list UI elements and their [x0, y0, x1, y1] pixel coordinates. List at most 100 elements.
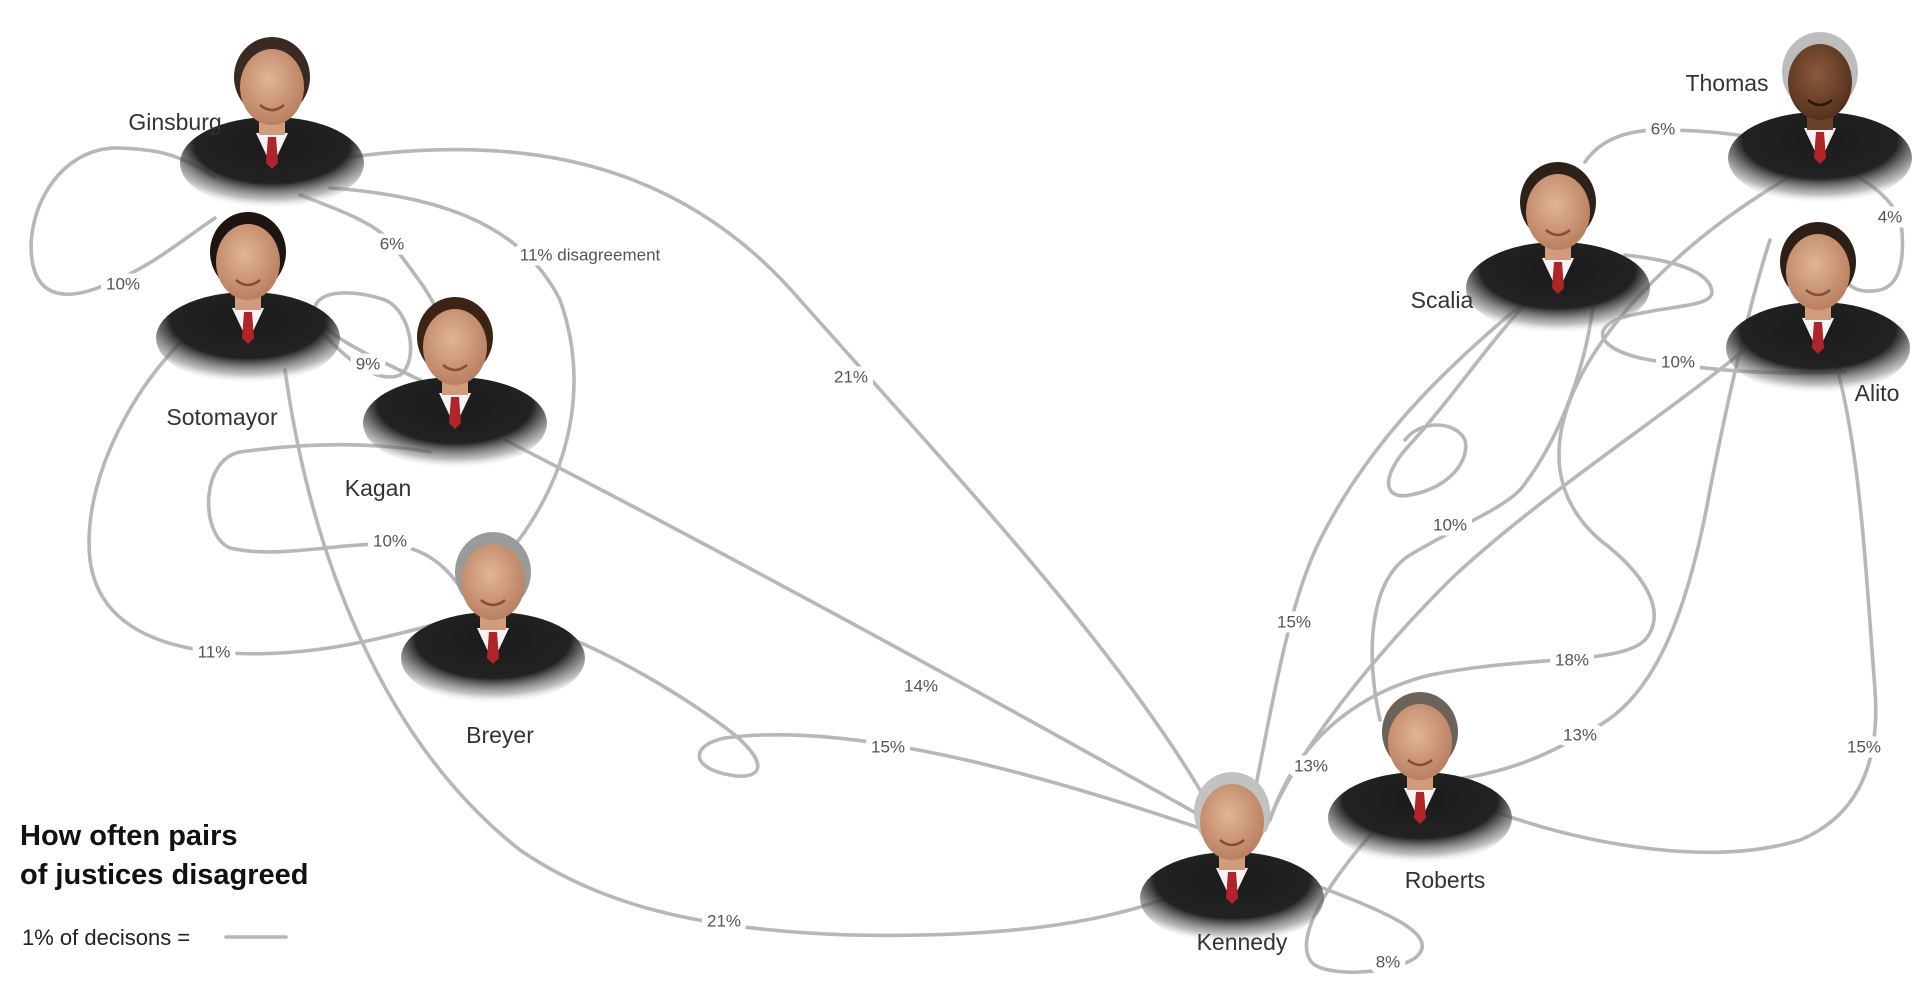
smile-sotomayor: [235, 279, 261, 287]
face-kagan: [423, 309, 487, 385]
portrait-alito: [1726, 222, 1910, 394]
scale-label: 1% of decisons =: [22, 925, 190, 950]
title-line-2: of justices disagreed: [20, 859, 309, 891]
link-kennedy-thomas: [1268, 168, 1802, 822]
label-ginsburg-sotomayor: 10%: [106, 275, 140, 294]
link-kennedy-scalia: [1253, 283, 1547, 792]
portrait-kennedy: [1140, 772, 1324, 944]
name-roberts: Roberts: [1405, 867, 1486, 893]
label-bg: [514, 244, 666, 266]
tie-kennedy: [1226, 872, 1238, 904]
face-alito: [1786, 234, 1850, 310]
tie-kagan: [449, 397, 461, 429]
face-roberts: [1388, 704, 1452, 780]
tie-alito: [1812, 322, 1824, 354]
label-sotomayor-kagan: 9%: [356, 355, 381, 374]
portrait-breyer: [401, 532, 585, 704]
pair-lines: [29, 128, 1905, 974]
label-ginsburg-breyer: 11% disagreement: [520, 246, 661, 265]
label-bg: [865, 736, 911, 758]
label-bg: [1841, 736, 1887, 758]
portrait-sotomayor: [156, 212, 340, 384]
label-ginsburg-kennedy: 21%: [834, 368, 868, 387]
face-breyer: [461, 544, 525, 620]
link-ginsburg-sotomayor: [29, 146, 217, 297]
smile-kagan: [442, 364, 468, 372]
face-sotomayor: [216, 224, 280, 300]
label-ginsburg-kagan: 6%: [380, 235, 405, 254]
name-ginsburg: Ginsburg: [128, 109, 221, 135]
link-roberts-scalia: [1370, 283, 1597, 722]
smile-breyer: [480, 599, 506, 607]
name-alito: Alito: [1855, 380, 1900, 406]
smile-alito: [1805, 289, 1831, 297]
link-sotomayor-kennedy: [283, 368, 1212, 938]
link-ginsburg-breyer: [328, 186, 576, 547]
justice-names: Ginsburg Sotomayor Kagan Breyer Kennedy …: [128, 70, 1899, 955]
tie-breyer: [487, 632, 499, 664]
name-scalia: Scalia: [1411, 287, 1474, 313]
face-kennedy: [1200, 784, 1264, 860]
link-breyer-kennedy: [533, 623, 1237, 842]
smile-kennedy: [1219, 839, 1245, 847]
pair-labels: 10%6%11% disagreement21%9%11%21%10%14%15…: [100, 118, 1908, 973]
link-kagan-breyer: [206, 442, 467, 597]
label-bg: [828, 366, 874, 388]
label-kennedy-scalia: 15%: [1277, 613, 1311, 632]
label-kennedy-thomas: 18%: [1555, 651, 1589, 670]
label-thomas-alito: 4%: [1878, 208, 1903, 227]
label-breyer-kennedy: 15%: [871, 738, 905, 757]
label-bg: [1271, 611, 1317, 633]
title-line-1: How often pairs: [20, 820, 238, 852]
portrait-scalia: [1466, 162, 1650, 334]
label-bg: [192, 641, 236, 663]
label-roberts-thomas: 13%: [1563, 726, 1597, 745]
label-bg: [1645, 118, 1681, 140]
label-bg: [1427, 514, 1473, 536]
smile-roberts: [1407, 759, 1433, 767]
label-scalia-alito: 10%: [1661, 353, 1695, 372]
link-ginsburg-kennedy: [328, 147, 1202, 792]
tie-scalia: [1552, 262, 1564, 294]
label-bg: [1557, 724, 1603, 746]
link-thomas-alito: [1843, 168, 1905, 293]
label-bg: [374, 233, 410, 255]
face-ginsburg: [240, 49, 304, 125]
justice-portraits: [156, 32, 1912, 944]
tie-roberts: [1414, 792, 1426, 824]
legend: How often pairs of justices disagreed 1%…: [20, 820, 309, 950]
label-kennedy-roberts: 8%: [1376, 953, 1401, 972]
name-breyer: Breyer: [466, 722, 534, 748]
tie-thomas: [1814, 132, 1826, 164]
link-roberts-alito: [1488, 358, 1878, 855]
label-bg: [701, 910, 747, 932]
label-bg: [367, 530, 413, 552]
label-bg: [350, 353, 386, 375]
link-roberts-scalia-loop: [1386, 283, 1547, 498]
smile-thomas: [1807, 99, 1833, 107]
label-bg: [1655, 351, 1701, 373]
portrait-ginsburg: [180, 37, 364, 209]
name-sotomayor: Sotomayor: [166, 404, 278, 430]
label-bg: [100, 273, 146, 295]
portrait-thomas: [1728, 32, 1912, 204]
label-kagan-breyer: 10%: [373, 532, 407, 551]
portrait-roberts: [1328, 692, 1512, 864]
name-thomas: Thomas: [1685, 70, 1768, 96]
label-bg: [1288, 755, 1334, 777]
name-kagan: Kagan: [345, 475, 412, 501]
label-bg: [1549, 649, 1595, 671]
label-kagan-kennedy: 14%: [904, 677, 938, 696]
link-kagan-kennedy: [503, 438, 1237, 837]
label-scalia-thomas: 6%: [1651, 120, 1676, 139]
link-sotomayor-breyer: [87, 320, 452, 656]
name-kennedy: Kennedy: [1197, 929, 1288, 955]
label-roberts-scalia: 10%: [1433, 516, 1467, 535]
smile-scalia: [1545, 229, 1571, 237]
label-bg: [1370, 951, 1406, 973]
label-sotomayor-kennedy: 21%: [707, 912, 741, 931]
smile-ginsburg: [259, 104, 285, 112]
link-roberts-thomas: [1448, 238, 1772, 782]
label-roberts-alito: 15%: [1847, 738, 1881, 757]
label-kennedy-alito: 13%: [1294, 757, 1328, 776]
